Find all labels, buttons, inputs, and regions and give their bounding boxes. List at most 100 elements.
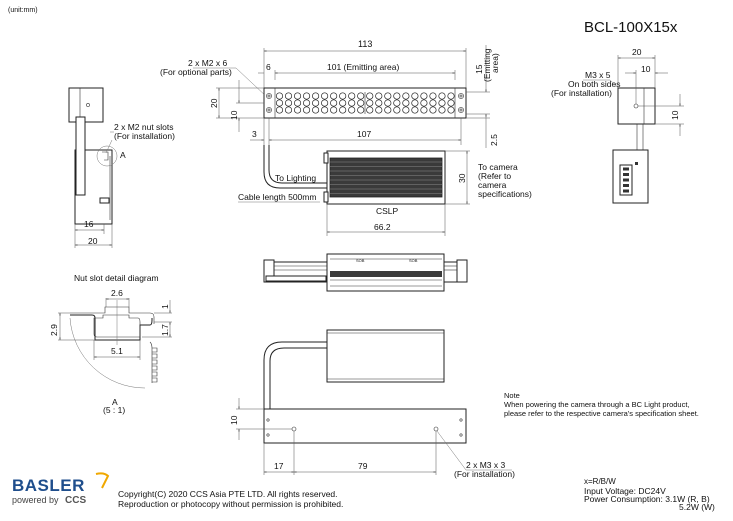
led <box>447 92 455 100</box>
led <box>420 99 428 107</box>
led <box>312 106 320 114</box>
led <box>384 92 392 100</box>
led <box>375 106 383 114</box>
controller-label: CSLP <box>376 206 399 216</box>
screw-hole <box>266 93 272 99</box>
callout-m3x3-note: (For installation) <box>454 469 515 479</box>
dim-20: 20 <box>209 98 219 108</box>
spec-power: Power Consumption: 3.1W (R, B) <box>584 494 710 504</box>
led <box>411 106 419 114</box>
dim-113: 113 <box>358 39 372 49</box>
led <box>330 99 338 107</box>
spec-voltage: Input Voltage: DC24V <box>584 486 666 496</box>
nut-slot-detail: Nut slot detail diagram 2.6 2.9 1 1.7 5.… <box>49 273 172 415</box>
callout-nut-slots: 2 x M2 nut slots <box>114 122 174 132</box>
led <box>429 92 437 100</box>
led <box>275 92 284 100</box>
powered-by: powered by <box>12 495 59 505</box>
copyright-line-1: Copyright(C) 2020 CCS Asia PTE LTD. All … <box>118 489 338 499</box>
dim-5-1: 5.1 <box>111 346 123 356</box>
spec-power-w: 5.2W (W) <box>679 502 715 512</box>
led <box>294 92 302 100</box>
dim-10-bottom: 10 <box>229 415 239 425</box>
tooth <box>152 377 158 383</box>
to-lighting-label: To Lighting <box>275 173 316 183</box>
led <box>303 106 311 114</box>
copyright-line-2: Reproduction or photocopy without permis… <box>118 499 343 509</box>
led <box>393 99 401 107</box>
led <box>366 92 374 100</box>
tooth <box>152 347 158 353</box>
label-mark: SOB <box>356 258 365 263</box>
dim-3: 3 <box>252 129 257 139</box>
side-view: A 2 x M2 nut slots (For installation) 16… <box>68 87 175 248</box>
screw-hole <box>458 107 464 113</box>
callout-m2x6-note: (For optional parts) <box>160 67 232 77</box>
led <box>357 99 365 107</box>
led <box>420 92 428 100</box>
led <box>339 99 347 107</box>
label-mark: SOB <box>409 258 418 263</box>
led <box>312 92 320 100</box>
led <box>339 92 347 100</box>
led <box>402 99 410 107</box>
led <box>402 106 410 114</box>
led <box>357 92 365 100</box>
led <box>366 99 374 107</box>
dim-79: 79 <box>358 461 368 471</box>
dim-66-2: 66.2 <box>374 222 391 232</box>
top-view: SOB SOB <box>263 253 468 292</box>
controller-view: To Lighting Cable length 500mm CSLP 30 T… <box>238 145 532 236</box>
dim-30: 30 <box>457 173 467 183</box>
screw-hole <box>266 107 272 113</box>
led <box>312 99 320 107</box>
led <box>348 92 356 100</box>
to-camera-3: camera <box>478 180 507 190</box>
specs-block: x=R/B/W Input Voltage: DC24V Power Consu… <box>584 477 715 512</box>
led <box>275 99 284 107</box>
dim-10: 10 <box>229 110 239 120</box>
led <box>393 92 401 100</box>
detail-a-circle <box>96 145 118 167</box>
led <box>411 92 419 100</box>
led <box>303 99 311 107</box>
led <box>284 106 293 114</box>
tooth <box>152 353 158 359</box>
led <box>330 92 338 100</box>
serration <box>152 347 158 383</box>
basler-logo: BASLER powered by CCS <box>12 472 110 506</box>
detail-scale: (5 : 1) <box>103 405 125 415</box>
detail-label: A <box>112 397 118 407</box>
bottom-view: 10 17 79 2 x M3 x 3 (For installation) <box>229 329 515 479</box>
pin <box>623 178 629 182</box>
led <box>447 106 455 114</box>
product-title: BCL-100X15x <box>584 19 678 36</box>
led <box>393 106 401 114</box>
dim-20-side: 20 <box>88 236 98 246</box>
dim-10-right: 10 <box>641 64 651 74</box>
led <box>438 106 446 114</box>
dim-107: 107 <box>357 129 371 139</box>
heatsink-fins <box>330 161 442 194</box>
dim-10-right-vert: 10 <box>670 110 680 120</box>
screw-hole <box>458 93 464 99</box>
to-camera-1: To camera <box>478 162 518 172</box>
dim-20-right: 20 <box>632 47 642 57</box>
led <box>384 99 392 107</box>
led <box>348 99 356 107</box>
unit-label: (unit:mm) <box>8 7 38 14</box>
led <box>366 106 374 114</box>
dim-16: 16 <box>84 219 94 229</box>
led <box>321 106 329 114</box>
led <box>303 92 311 100</box>
dim-2-6: 2.6 <box>111 288 123 298</box>
pin <box>623 184 629 187</box>
note-block: Note When powering the camera through a … <box>504 391 699 418</box>
dim-2-5: 2.5 <box>489 134 499 146</box>
callout-nut-slots-note: (For installation) <box>114 131 175 141</box>
led <box>384 106 392 114</box>
controller-bottom <box>326 329 445 383</box>
callout-m3x5-sides: On both sides <box>568 79 620 89</box>
led <box>330 106 338 114</box>
